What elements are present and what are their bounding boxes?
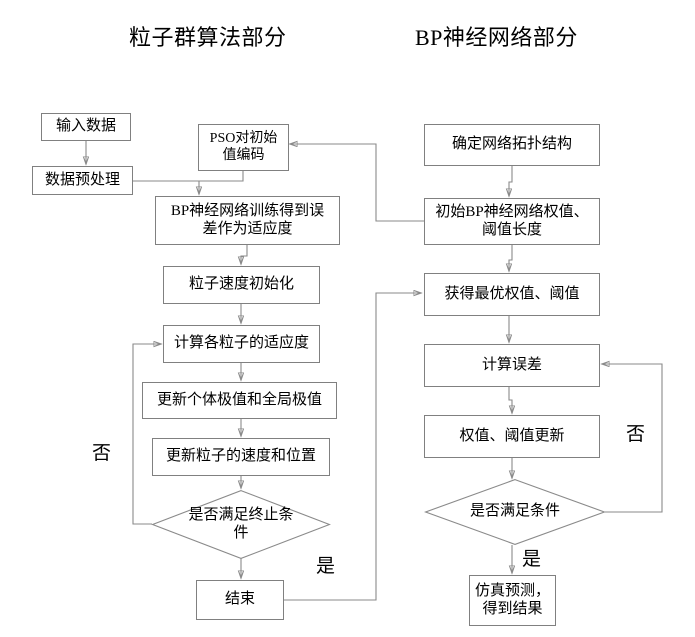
decision-terminate-shape [151,490,331,559]
node-update-extrema[interactable]: 更新个体极值和全局极值 [142,382,337,419]
node-compute-error[interactable]: 计算误差 [424,344,600,387]
edge-label-left-no: 否 [92,443,112,464]
node-bp-train-fitness[interactable]: BP神经网络训练得到误 差作为适应度 [155,196,340,245]
decision-condition-shape [423,479,607,545]
edge-label-left-yes: 是 [316,556,336,577]
title-left-section: 粒子群算法部分 [129,25,287,50]
decision-terminate-label: 是否满足终止条 件 [188,507,294,541]
node-decision-terminate[interactable]: 是否满足终止条 件 [151,490,331,559]
node-velocity-init[interactable]: 粒子速度初始化 [163,266,320,304]
node-update-weights[interactable]: 权值、阈值更新 [424,415,600,458]
edge-label-right-no: 否 [626,424,646,445]
node-determine-topology[interactable]: 确定网络拓扑结构 [424,124,600,166]
node-init-bp-weights[interactable]: 初始BP神经网络权值、 阈值长度 [424,198,600,245]
node-data-preprocess[interactable]: 数据预处理 [32,166,133,195]
node-compute-fitness[interactable]: 计算各粒子的适应度 [163,325,320,363]
node-simulate-predict[interactable]: 仿真预测， 得到结果 [469,575,556,626]
node-input-data[interactable]: 输入数据 [41,113,131,141]
edge-label-right-yes: 是 [522,549,542,570]
node-end[interactable]: 结束 [196,580,284,620]
node-optimal-weights[interactable]: 获得最优权值、阈值 [424,273,600,316]
decision-condition-label: 是否满足条件 [469,503,560,520]
node-pso-encode[interactable]: PSO对初始 值编码 [198,124,289,171]
node-update-velocity-position[interactable]: 更新粒子的速度和位置 [152,438,330,476]
title-right-section: BP神经网络部分 [415,25,578,50]
node-decision-condition[interactable]: 是否满足条件 [423,479,607,545]
